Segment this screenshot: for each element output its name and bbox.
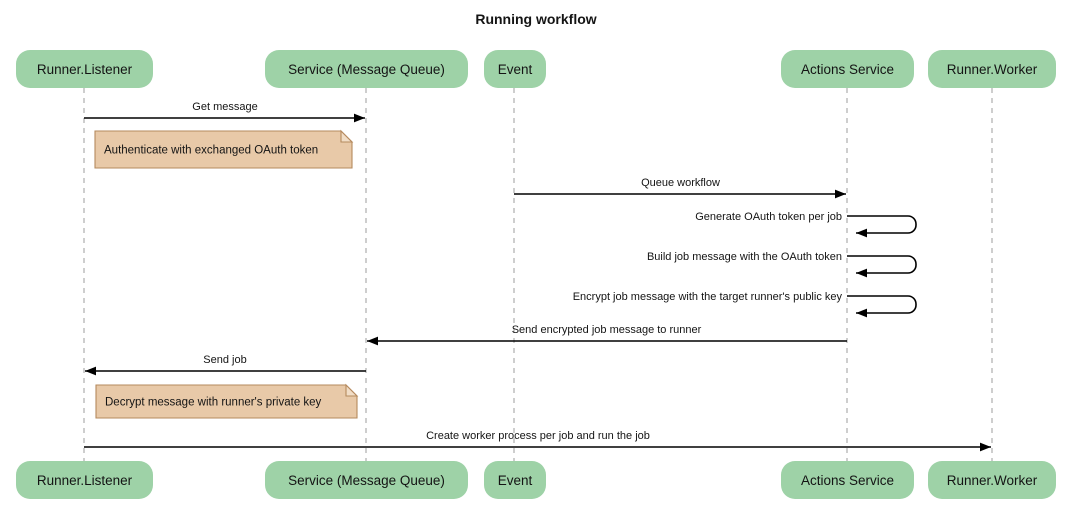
message-generate-token[interactable]: Generate OAuth token per job (695, 211, 917, 238)
participant-label-runner-worker: Runner.Worker (947, 62, 1038, 77)
participant-box-runner-worker[interactable] (928, 50, 1056, 88)
note-authenticate[interactable]: Authenticate with exchanged OAuth token (94, 129, 354, 169)
note-label: Authenticate with exchanged OAuth token (104, 145, 318, 157)
participant-runner-listener-top[interactable]: Runner.Listener (16, 50, 153, 88)
message-create-worker[interactable]: Create worker process per job and run th… (84, 430, 991, 452)
participants-bottom-layer: Runner.Listener Service (Message Queue) Ev… (16, 461, 1056, 499)
participant-actions-service-top[interactable]: Actions Service (781, 50, 914, 88)
participant-label-runner-worker: Runner.Worker (947, 473, 1038, 488)
participant-box-event[interactable] (484, 50, 546, 88)
participant-label-service-queue: Service (Message Queue) (288, 473, 445, 488)
message-get-message[interactable]: Get message (84, 101, 365, 123)
participant-box-event[interactable] (484, 461, 546, 499)
participant-runner-worker-bottom[interactable]: Runner.Worker (928, 461, 1056, 499)
message-build-job-message[interactable]: Build job message with the OAuth token (647, 251, 917, 278)
participant-event-top[interactable]: Event (484, 50, 546, 88)
participant-label-actions-service: Actions Service (801, 62, 894, 77)
participant-box-service-queue[interactable] (265, 50, 468, 88)
participant-service-queue-bottom[interactable]: Service (Message Queue) (265, 461, 468, 499)
message-label-build-job-message: Build job message with the OAuth token (647, 251, 842, 263)
participant-runner-listener-bottom[interactable]: Runner.Listener (16, 461, 153, 499)
message-send-encrypted[interactable]: Send encrypted job message to runner (367, 324, 847, 346)
participant-label-actions-service: Actions Service (801, 473, 894, 488)
participant-box-runner-listener[interactable] (16, 50, 153, 88)
note-label: Decrypt message with runner's private ke… (105, 397, 322, 409)
message-label-send-encrypted: Send encrypted job message to runner (512, 324, 702, 336)
participant-event-bottom[interactable]: Event (484, 461, 546, 499)
message-queue-workflow[interactable]: Queue workflow (514, 177, 846, 199)
participant-label-service-queue: Service (Message Queue) (288, 62, 445, 77)
participant-box-runner-worker[interactable] (928, 461, 1056, 499)
message-label-queue-workflow: Queue workflow (641, 177, 720, 189)
message-label-create-worker: Create worker process per job and run th… (426, 430, 650, 442)
notes-layer: Authenticate with exchanged OAuth tokenD… (94, 129, 359, 419)
participant-service-queue-top[interactable]: Service (Message Queue) (265, 50, 468, 88)
self-message-line-build-job-message (847, 255, 917, 278)
message-send-job[interactable]: Send job (85, 354, 366, 376)
participant-label-runner-listener: Runner.Listener (37, 62, 133, 77)
participants-top-layer: Runner.Listener Service (Message Queue) Ev… (16, 50, 1056, 88)
page-title: Running workflow (475, 11, 596, 27)
participant-label-runner-listener: Runner.Listener (37, 473, 133, 488)
message-label-get-message: Get message (192, 101, 257, 113)
self-message-line-encrypt-job (847, 295, 917, 318)
message-label-send-job: Send job (203, 354, 246, 366)
message-encrypt-job[interactable]: Encrypt job message with the target runn… (573, 291, 917, 318)
participant-label-event: Event (498, 62, 533, 77)
note-fold-corner-icon (345, 383, 359, 397)
participant-box-actions-service[interactable] (781, 461, 914, 499)
note-body (95, 384, 358, 419)
participant-box-service-queue[interactable] (265, 461, 468, 499)
message-label-encrypt-job: Encrypt job message with the target runn… (573, 291, 843, 303)
lifelines-layer (83, 88, 993, 461)
note-fold-corner-icon (340, 129, 354, 143)
participant-runner-worker-top[interactable]: Runner.Worker (928, 50, 1056, 88)
note-decrypt[interactable]: Decrypt message with runner's private ke… (95, 383, 359, 419)
participant-box-actions-service[interactable] (781, 50, 914, 88)
participant-box-runner-listener[interactable] (16, 461, 153, 499)
participant-label-event: Event (498, 473, 533, 488)
note-body (94, 130, 353, 169)
message-label-generate-token: Generate OAuth token per job (695, 211, 842, 223)
participant-actions-service-bottom[interactable]: Actions Service (781, 461, 914, 499)
self-message-line-generate-token (847, 215, 917, 238)
